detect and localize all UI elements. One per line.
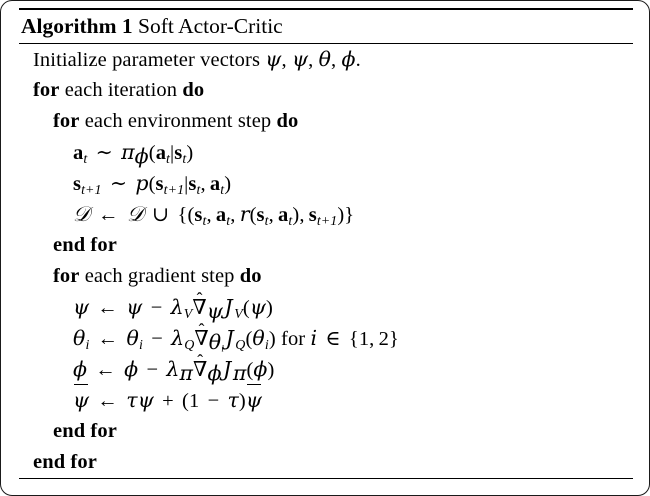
line-for-gradient-step: for each gradient step do — [19, 261, 633, 292]
line-append-replay-buffer: 𝒟 ← 𝒟 ∪ {(st, at, r(st, at), st+1)} — [73, 202, 355, 229]
line-update-phi: ϕ ← ϕ − λπ∇ϕJπ(ϕ) — [19, 354, 633, 385]
keyword-for: for — [33, 79, 60, 101]
symbol-theta: θ — [318, 47, 332, 71]
nabla-hat-icon: ∇ — [192, 293, 206, 324]
line-end-for-iteration: end for — [19, 447, 633, 478]
line-update-psi: ψ ← ψ − λV∇ψJV(ψ) — [19, 292, 633, 323]
keyword-do: do — [182, 79, 205, 101]
symbol-cal-d: 𝒟 — [73, 202, 90, 226]
line-update-target-psi: ψ ← τψ + (1 − τ)ψ — [19, 383, 633, 416]
line-end-for-gradient: end for — [19, 416, 633, 447]
text-each-gradient-step: each gradient step — [84, 265, 235, 287]
algorithm-block: Algorithm 1 Soft Actor-Critic — [19, 8, 633, 44]
algorithm-body: Initialize parameter vectors ψ, ψ, θ, ϕ.… — [19, 42, 633, 478]
keyword-for: for — [53, 110, 80, 132]
algorithm-label: Algorithm 1 — [21, 14, 133, 38]
rule-top — [19, 8, 633, 10]
keyword-end-for: end for — [53, 420, 117, 442]
line-for-environment-step: for each environment step do — [19, 106, 633, 137]
rule-bottom — [19, 478, 633, 479]
text-for: for — [281, 328, 306, 350]
line-for-iteration: for each iteration do — [19, 75, 633, 106]
algorithm-title: Algorithm 1 Soft Actor-Critic — [19, 10, 633, 43]
symbol-psi: ψ — [265, 47, 282, 71]
text-each-environment-step: each environment step — [84, 110, 272, 132]
text-each-iteration: each iteration — [64, 79, 178, 101]
keyword-do: do — [276, 110, 299, 132]
keyword-for: for — [53, 265, 80, 287]
keyword-do: do — [239, 265, 262, 287]
symbol-phi: ϕ — [341, 47, 356, 71]
algorithm-name: Soft Actor-Critic — [138, 14, 283, 38]
initialize-text: Initialize parameter vectors — [33, 49, 261, 71]
symbol-psi-bar: ψ — [292, 42, 308, 75]
keyword-end-for: end for — [33, 451, 97, 473]
keyword-end-for: end for — [53, 234, 117, 256]
line-sample-action: at ∼ πϕ(at|st) — [73, 140, 194, 168]
line-end-for-environment: end for — [19, 230, 633, 261]
line-sample-next-state: st+1 ∼ p(st+1|st, at) — [73, 171, 232, 198]
rule-middle — [19, 43, 633, 44]
line-initialize: Initialize parameter vectors ψ, ψ, θ, ϕ. — [19, 42, 633, 75]
